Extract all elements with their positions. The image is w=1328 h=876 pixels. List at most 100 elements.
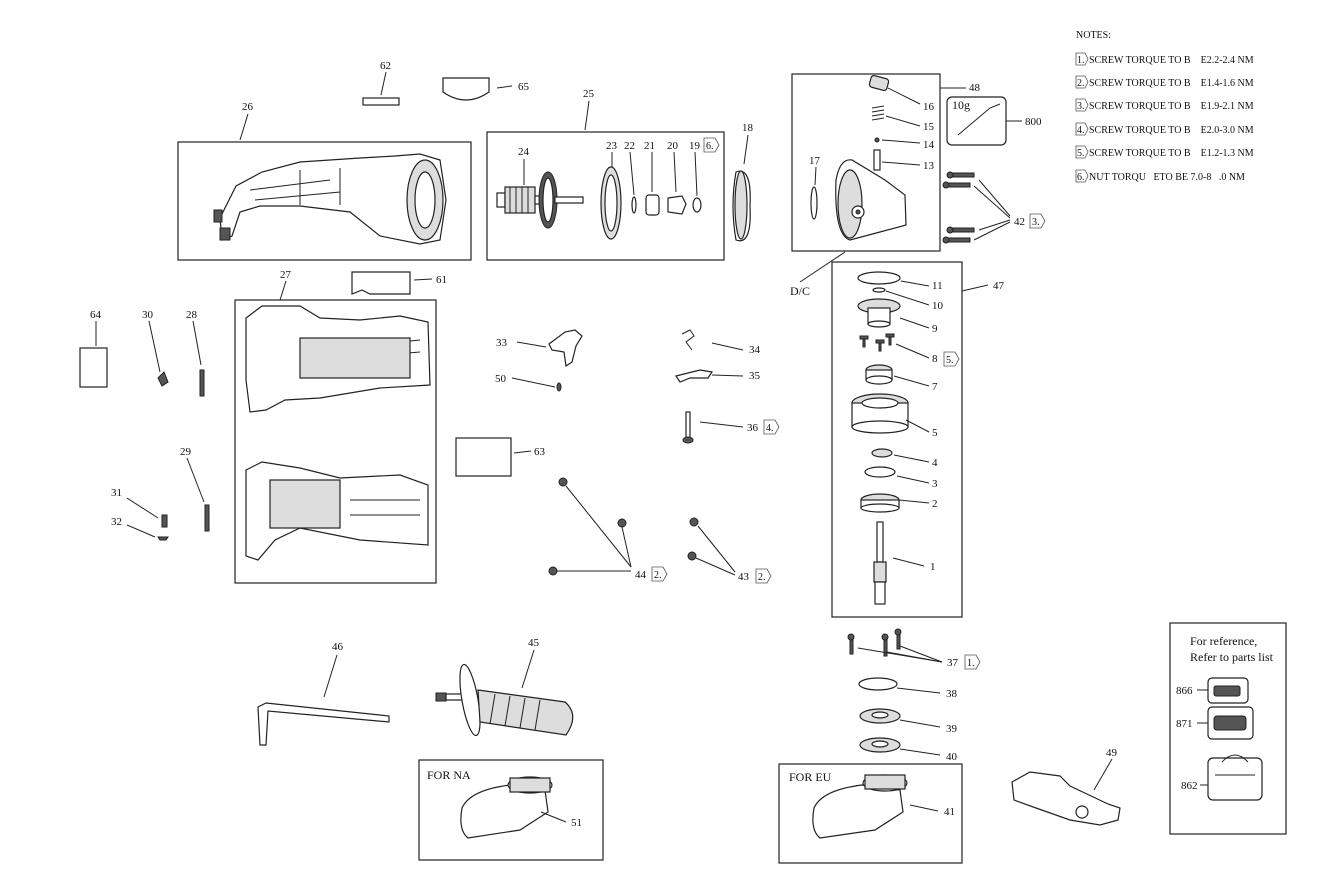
box-handle-housing xyxy=(234,299,437,584)
note-text-4: SCREW TORQUE TO B E2.0-3.0 NM xyxy=(1089,125,1254,136)
note-text-3: SCREW TORQUE TO B E1.9-2.1 NM xyxy=(1089,101,1254,112)
flag-text-3: 3. xyxy=(1032,217,1040,228)
part-29-pin xyxy=(204,504,210,532)
part-33-lever xyxy=(548,329,583,368)
part-26-motor-housing xyxy=(213,153,447,245)
label-65: 65 xyxy=(518,81,530,93)
label-33: 33 xyxy=(496,337,508,349)
label-7: 7 xyxy=(932,381,938,393)
part-28-pin xyxy=(199,369,205,397)
part-46-hex-key xyxy=(257,702,390,746)
reference-box-text: For reference, Refer to parts list 866 8… xyxy=(1176,634,1274,792)
label-31: 31 xyxy=(111,487,122,499)
part-45-side-handle xyxy=(435,663,574,737)
part-23-bearing-plate xyxy=(600,166,622,240)
label-3: 3 xyxy=(932,478,938,490)
part-35-latch xyxy=(675,369,714,383)
notes-title: NOTES: xyxy=(1076,30,1111,41)
label-11: 11 xyxy=(932,280,943,292)
part-42-screws xyxy=(942,171,975,244)
part-31-spring xyxy=(161,514,168,528)
label-800: 800 xyxy=(1025,116,1042,128)
label-21: 21 xyxy=(644,140,655,152)
note-text-5: SCREW TORQUE TO B E1.2-1.3 NM xyxy=(1089,148,1254,159)
part-1-spindle xyxy=(873,521,887,605)
part-7-bearing xyxy=(865,364,893,385)
label-40: 40 xyxy=(946,751,958,763)
box-gear-case xyxy=(791,73,941,252)
torque-flag-2a: 2. xyxy=(651,566,668,582)
part-49-clamp xyxy=(1011,771,1121,826)
label-46: 46 xyxy=(332,641,344,653)
part-41-guard-eu xyxy=(812,774,908,839)
note-flag-4: 4. xyxy=(1077,125,1085,136)
note-text-6: NUT TORQU ETO BE 7.0-8 .0 NM xyxy=(1089,172,1245,183)
part-38-gasket xyxy=(858,677,898,691)
label-42: 42 xyxy=(1014,216,1025,228)
leader-lines xyxy=(95,71,1208,823)
label-10: 10 xyxy=(932,300,944,312)
flag-text-5: 5. xyxy=(946,355,954,366)
label-19: 19 xyxy=(689,140,701,152)
part-27-handle-housing xyxy=(245,305,431,561)
label-39: 39 xyxy=(946,723,958,735)
note-flag-2: 2. xyxy=(1077,78,1085,89)
note-flag-5: 5. xyxy=(1077,148,1085,159)
torque-notes: NOTES: 1. SCREW TORQUE TO B E2.2-2.4 NM … xyxy=(1075,30,1254,183)
label-4: 4 xyxy=(932,457,938,469)
torque-flag-1: 1. xyxy=(964,654,981,670)
part-37-screws xyxy=(847,628,902,657)
torque-flag-3: 3. xyxy=(1029,213,1046,229)
torque-flag-6: 6. xyxy=(703,137,720,153)
label-34: 34 xyxy=(749,344,761,356)
label-14: 14 xyxy=(923,139,935,151)
flag-text-2a: 2. xyxy=(654,570,662,581)
part-10-clip xyxy=(872,287,886,293)
box-spindle-assembly xyxy=(831,261,963,618)
label-47: 47 xyxy=(993,280,1005,292)
label-23: 23 xyxy=(606,140,618,152)
part-17-ring xyxy=(810,186,818,220)
part-8-screws xyxy=(859,333,895,352)
part-34-spring xyxy=(681,329,695,351)
label-63: 63 xyxy=(534,446,546,458)
label-49: 49 xyxy=(1106,747,1118,759)
part-19-washer xyxy=(692,197,702,213)
label-64: 64 xyxy=(90,309,102,321)
note-flag-6: 6. xyxy=(1077,172,1085,183)
label-41: 41 xyxy=(944,806,955,818)
part-22-ring xyxy=(631,196,637,214)
part-number-labels: 62 65 26 25 18 24 23 22 21 20 19 48 16 1… xyxy=(90,60,1118,829)
part-800-grease-tube xyxy=(957,103,1001,136)
flag-text-6: 6. xyxy=(706,141,714,152)
part-3-washer xyxy=(864,466,896,478)
part-44-screws xyxy=(548,477,627,576)
region-label-for-na: FOR NA xyxy=(427,768,471,782)
label-862: 862 xyxy=(1181,780,1198,792)
part-51-guard-na xyxy=(460,776,553,839)
label-35: 35 xyxy=(749,370,761,382)
part-64-label xyxy=(79,347,108,388)
part-2-gear xyxy=(860,493,900,513)
label-38: 38 xyxy=(946,688,958,700)
label-22: 22 xyxy=(624,140,635,152)
label-5: 5 xyxy=(932,427,938,439)
label-50: 50 xyxy=(495,373,507,385)
label-1: 1 xyxy=(930,561,936,573)
reference-line-2: Refer to parts list xyxy=(1190,650,1274,664)
label-37: 37 xyxy=(947,657,959,669)
label-13: 13 xyxy=(923,160,935,172)
torque-flag-2b: 2. xyxy=(755,568,772,584)
part-36-bolt xyxy=(682,411,694,444)
label-44: 44 xyxy=(635,569,647,581)
flag-text-1: 1. xyxy=(967,658,975,669)
part-16-lock-button xyxy=(868,74,890,92)
label-866: 866 xyxy=(1176,685,1193,697)
label-16: 16 xyxy=(923,101,935,113)
part-4-washer xyxy=(871,448,893,458)
label-dc: D/C xyxy=(790,284,810,298)
torque-flag-5: 5. xyxy=(943,351,960,367)
label-24: 24 xyxy=(518,146,530,158)
grease-amount-label: 10g xyxy=(952,98,970,112)
